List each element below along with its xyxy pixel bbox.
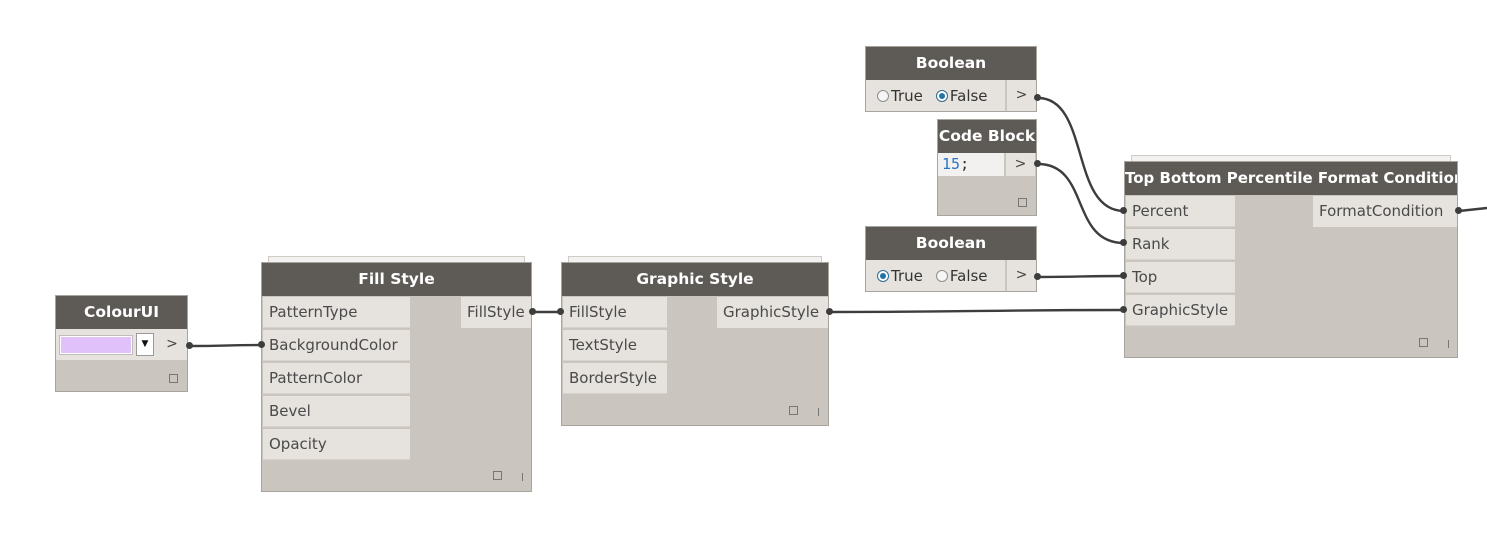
node-title: Fill Style: [262, 263, 531, 296]
radio-true-icon: [877, 269, 889, 282]
output-port-dot[interactable]: [529, 308, 536, 315]
input-port-dot[interactable]: [1120, 239, 1127, 246]
output-port-dot[interactable]: [1034, 273, 1041, 280]
boolean-node-top[interactable]: Boolean True False >: [865, 46, 1037, 112]
output-port-button[interactable]: >: [157, 329, 187, 360]
option-true[interactable]: True: [877, 87, 923, 105]
radio-false-icon: [935, 89, 948, 102]
preview-toggle-icon[interactable]: [1419, 338, 1428, 347]
node-title: Graphic Style: [562, 263, 828, 296]
input-port-bevel[interactable]: Bevel: [263, 396, 410, 427]
node-title: Boolean: [866, 47, 1036, 80]
output-port-button[interactable]: >: [1006, 80, 1036, 111]
option-false[interactable]: False: [935, 86, 988, 105]
caret-down-icon[interactable]: ▼: [136, 333, 154, 356]
code-block-node[interactable]: Code Block 15; >: [937, 119, 1037, 216]
input-port-border-style[interactable]: BorderStyle: [563, 363, 667, 394]
input-port-pattern-type[interactable]: PatternType: [263, 297, 410, 328]
option-true-label: True: [891, 266, 923, 285]
input-port-top[interactable]: Top: [1126, 262, 1235, 293]
code-terminator: ;: [960, 155, 970, 173]
input-port-dot[interactable]: [1120, 207, 1127, 214]
input-port-dot[interactable]: [1120, 306, 1127, 313]
boolean-options: True False: [866, 80, 1005, 111]
option-true-label: True: [891, 86, 923, 105]
preview-toggle-icon[interactable]: [169, 374, 178, 383]
fill-style-node[interactable]: Fill Style PatternType BackgroundColor P…: [261, 256, 532, 492]
code-number: 15: [942, 155, 961, 173]
output-port-format-condition[interactable]: FormatCondition: [1313, 196, 1457, 227]
colour-ui-node[interactable]: ColourUI ▼ >: [55, 295, 188, 392]
colour-swatch[interactable]: [59, 335, 133, 355]
wire-colour-to-background: [190, 343, 265, 348]
node-title: Code Block: [938, 120, 1036, 153]
boolean-options: True False: [866, 260, 1005, 291]
lacing-icon: [1448, 340, 1449, 348]
code-editor[interactable]: 15;: [938, 153, 1004, 176]
preview-toggle-icon[interactable]: [789, 406, 798, 415]
preview-toggle-icon[interactable]: [1018, 198, 1027, 207]
colour-swatch-fill: [61, 337, 131, 353]
input-port-dot[interactable]: [1120, 272, 1127, 279]
output-port-dot[interactable]: [1455, 207, 1462, 214]
output-port-graphic-style[interactable]: GraphicStyle: [717, 297, 828, 328]
output-port-fill-style[interactable]: FillStyle: [461, 297, 531, 328]
input-port-fill-style[interactable]: FillStyle: [563, 297, 667, 328]
node-title: Boolean: [866, 227, 1036, 260]
input-port-pattern-color[interactable]: PatternColor: [263, 363, 410, 394]
input-port-opacity[interactable]: Opacity: [263, 429, 410, 460]
lacing-icon: [818, 408, 819, 416]
radio-true-icon: [877, 89, 889, 102]
output-port-button[interactable]: >: [1006, 260, 1036, 291]
option-false[interactable]: False: [935, 266, 988, 285]
node-title: ColourUI: [56, 296, 187, 329]
output-port-dot[interactable]: [826, 308, 833, 315]
radio-false-icon: [935, 269, 948, 282]
wire-code-to-rank: [1037, 162, 1125, 245]
wire-format-output: [1458, 206, 1487, 213]
option-true[interactable]: True: [877, 267, 923, 285]
output-port-button[interactable]: >: [1005, 153, 1035, 176]
input-port-background-color[interactable]: BackgroundColor: [263, 330, 410, 361]
output-port-dot[interactable]: [1034, 160, 1041, 167]
option-false-label: False: [949, 86, 988, 105]
input-port-dot[interactable]: [557, 308, 564, 315]
wire-boolean-to-top: [1037, 274, 1125, 279]
input-port-rank[interactable]: Rank: [1126, 229, 1235, 260]
output-port-dot[interactable]: [186, 342, 193, 349]
input-port-text-style[interactable]: TextStyle: [563, 330, 667, 361]
format-condition-node[interactable]: Top Bottom Percentile Format Condition P…: [1124, 155, 1458, 358]
option-false-label: False: [949, 266, 988, 285]
input-port-percent[interactable]: Percent: [1126, 196, 1235, 227]
lacing-icon: [522, 473, 523, 481]
node-title: Top Bottom Percentile Format Condition: [1125, 162, 1457, 195]
preview-toggle-icon[interactable]: [493, 471, 502, 480]
output-port-dot[interactable]: [1034, 94, 1041, 101]
wire-graphicstyle-to-format: [829, 308, 1125, 314]
boolean-node-bottom[interactable]: Boolean True False >: [865, 226, 1037, 292]
wire-boolean-to-percent: [1037, 96, 1125, 213]
input-port-dot[interactable]: [258, 341, 265, 348]
input-port-graphic-style[interactable]: GraphicStyle: [1126, 295, 1235, 326]
graphic-style-node[interactable]: Graphic Style FillStyle TextStyle Border…: [561, 256, 829, 426]
